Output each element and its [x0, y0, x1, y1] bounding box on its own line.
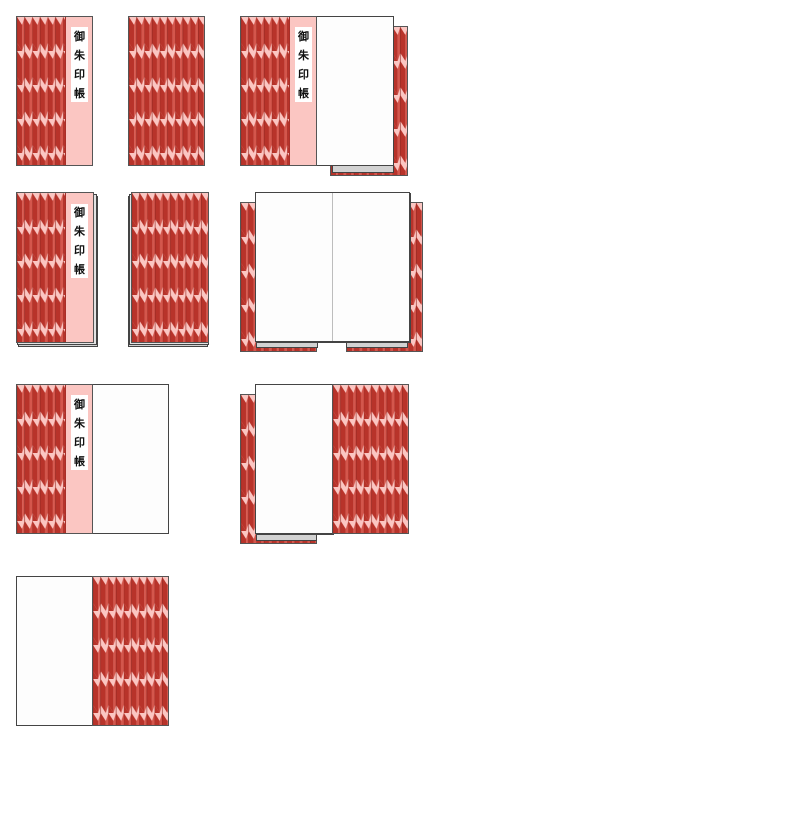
last-page [255, 384, 333, 534]
first-page [316, 16, 394, 166]
title-char: 朱 [74, 225, 85, 238]
back-cover [92, 576, 169, 726]
cover-opening-figure: 御 朱 印 帳 [240, 16, 410, 178]
title-char: 帳 [74, 86, 85, 100]
spread-fold-line [332, 193, 333, 341]
title-char: 印 [74, 67, 85, 81]
title-slip: 御 朱 印 帳 [71, 27, 88, 102]
title-char: 朱 [298, 48, 309, 62]
title-slip: 御 朱 印 帳 [71, 395, 88, 470]
title-char: 朱 [74, 48, 85, 62]
back-cover-figure [128, 16, 205, 166]
closed-book-front-figure: 御 朱 印 帳 [16, 192, 100, 348]
front-cover: 御 朱 印 帳 [16, 384, 93, 534]
closed-book-back-figure [128, 192, 212, 348]
title-char: 帳 [74, 454, 85, 468]
last-page-back-cover-figure [16, 576, 170, 727]
title-char: 印 [74, 435, 85, 449]
title-char: 御 [74, 206, 85, 219]
back-cover [332, 384, 409, 534]
title-slip: 御 朱 印 帳 [71, 204, 88, 278]
last-page [16, 576, 93, 726]
back-cover [131, 192, 209, 343]
open-spread-figure [240, 192, 424, 354]
title-char: 印 [298, 67, 309, 81]
front-cover: 御 朱 印 帳 [16, 192, 94, 343]
yagasuri-pattern [129, 17, 204, 165]
cover-with-first-page-figure: 御 朱 印 帳 [16, 384, 170, 535]
front-cover-open: 御 朱 印 帳 [240, 16, 317, 166]
title-char: 朱 [74, 416, 85, 430]
front-cover-figure: 御 朱 印 帳 [16, 16, 93, 166]
title-char: 御 [298, 29, 309, 43]
title-char: 御 [74, 29, 85, 43]
last-page-back-cover-stack-figure [240, 384, 410, 546]
title-char: 御 [74, 397, 85, 411]
title-char: 印 [74, 244, 85, 257]
title-slip: 御 朱 印 帳 [295, 27, 312, 102]
title-char: 帳 [298, 86, 309, 100]
first-page [92, 384, 169, 534]
title-char: 帳 [74, 263, 85, 276]
